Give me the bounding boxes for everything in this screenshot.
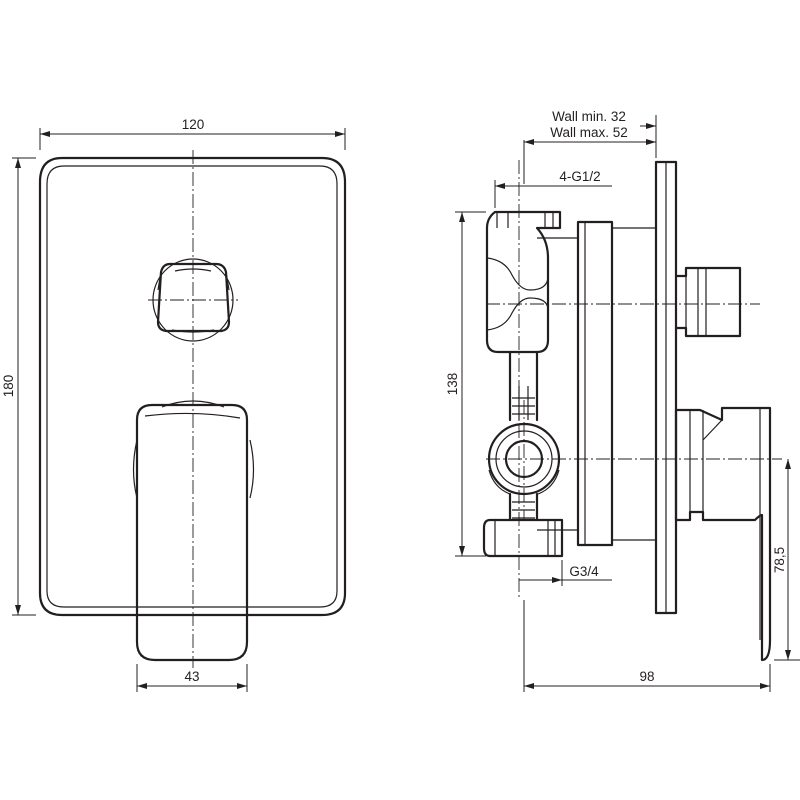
front-plate-bevel xyxy=(46,165,338,608)
front-plate xyxy=(38,156,347,617)
dim-thread-top: 4-G1/2 xyxy=(559,169,600,184)
front-lever-handle xyxy=(135,403,249,662)
side-lever-handle xyxy=(674,406,772,662)
dim-plate-height: 180 xyxy=(1,375,16,398)
lower-port xyxy=(482,518,564,558)
side-view xyxy=(482,160,782,662)
mounting-box xyxy=(576,220,614,547)
handle-rosette xyxy=(132,439,255,499)
dim-thread-bottom: G3/4 xyxy=(569,564,599,579)
dim-body-height: 138 xyxy=(445,373,460,396)
dim-plate-width: 120 xyxy=(182,117,205,132)
dim-lever-height: 78,5 xyxy=(772,547,787,573)
side-dimensions: Wall min. 32 Wall max. 52 4-G1/2 138 G3/… xyxy=(445,109,800,692)
dim-wall-max: Wall max. 52 xyxy=(550,125,628,140)
side-plate xyxy=(654,160,678,615)
dim-depth: 98 xyxy=(639,669,654,684)
front-dimensions: 120 180 43 xyxy=(1,117,346,692)
dim-wall-min: Wall min. 32 xyxy=(552,109,626,124)
dim-handle-width: 43 xyxy=(184,669,199,684)
valve-body-tube xyxy=(485,210,562,354)
front-view xyxy=(38,150,347,668)
